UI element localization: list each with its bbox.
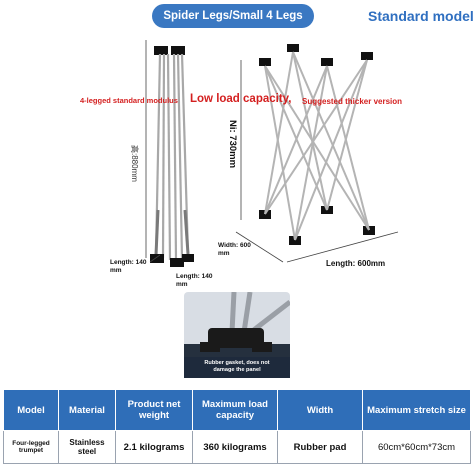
- col-load-header: Maximum load capacity: [192, 389, 278, 431]
- length-600-label: Length: 600mm: [326, 259, 386, 268]
- table-row: Four-legged trumpet Stainless steel 2.1 …: [3, 430, 471, 464]
- height-label-spider: Ni: 730mm: [227, 120, 238, 169]
- cell-load: 360 kilograms: [192, 430, 278, 464]
- thicker-version-note: Suggested thicker version: [302, 97, 403, 106]
- cell-model: Four-legged trumpet: [3, 430, 59, 464]
- table-header-row: Model Material Product net weight Maximu…: [3, 389, 471, 431]
- cell-material: Stainless steel: [58, 430, 116, 464]
- spec-table: Model Material Product net weight Maximu…: [3, 389, 471, 464]
- cell-size: 60cm*60cm*73cm: [362, 430, 471, 464]
- low-load-note: Low load capacity,: [190, 93, 292, 105]
- dimension-lines: [145, 40, 399, 263]
- folded-stand-image: [150, 46, 194, 267]
- col-material-header: Material: [58, 389, 116, 431]
- spider-stand-image: [259, 44, 375, 245]
- col-size-header: Maximum stretch size: [362, 389, 471, 431]
- cell-width: Rubber pad: [277, 430, 363, 464]
- col-weight-header: Product net weight: [115, 389, 193, 431]
- col-width-header: Width: [277, 389, 363, 431]
- height-label-folded: 高:880mm: [130, 145, 139, 182]
- col-model-header: Model: [3, 389, 59, 431]
- cell-weight: 2.1 kilograms: [115, 430, 193, 464]
- modulus-note: 4-legged standard modulus: [80, 96, 178, 105]
- model-label: Standard model: [368, 8, 474, 24]
- product-title-pill: Spider Legs/Small 4 Legs: [152, 4, 314, 28]
